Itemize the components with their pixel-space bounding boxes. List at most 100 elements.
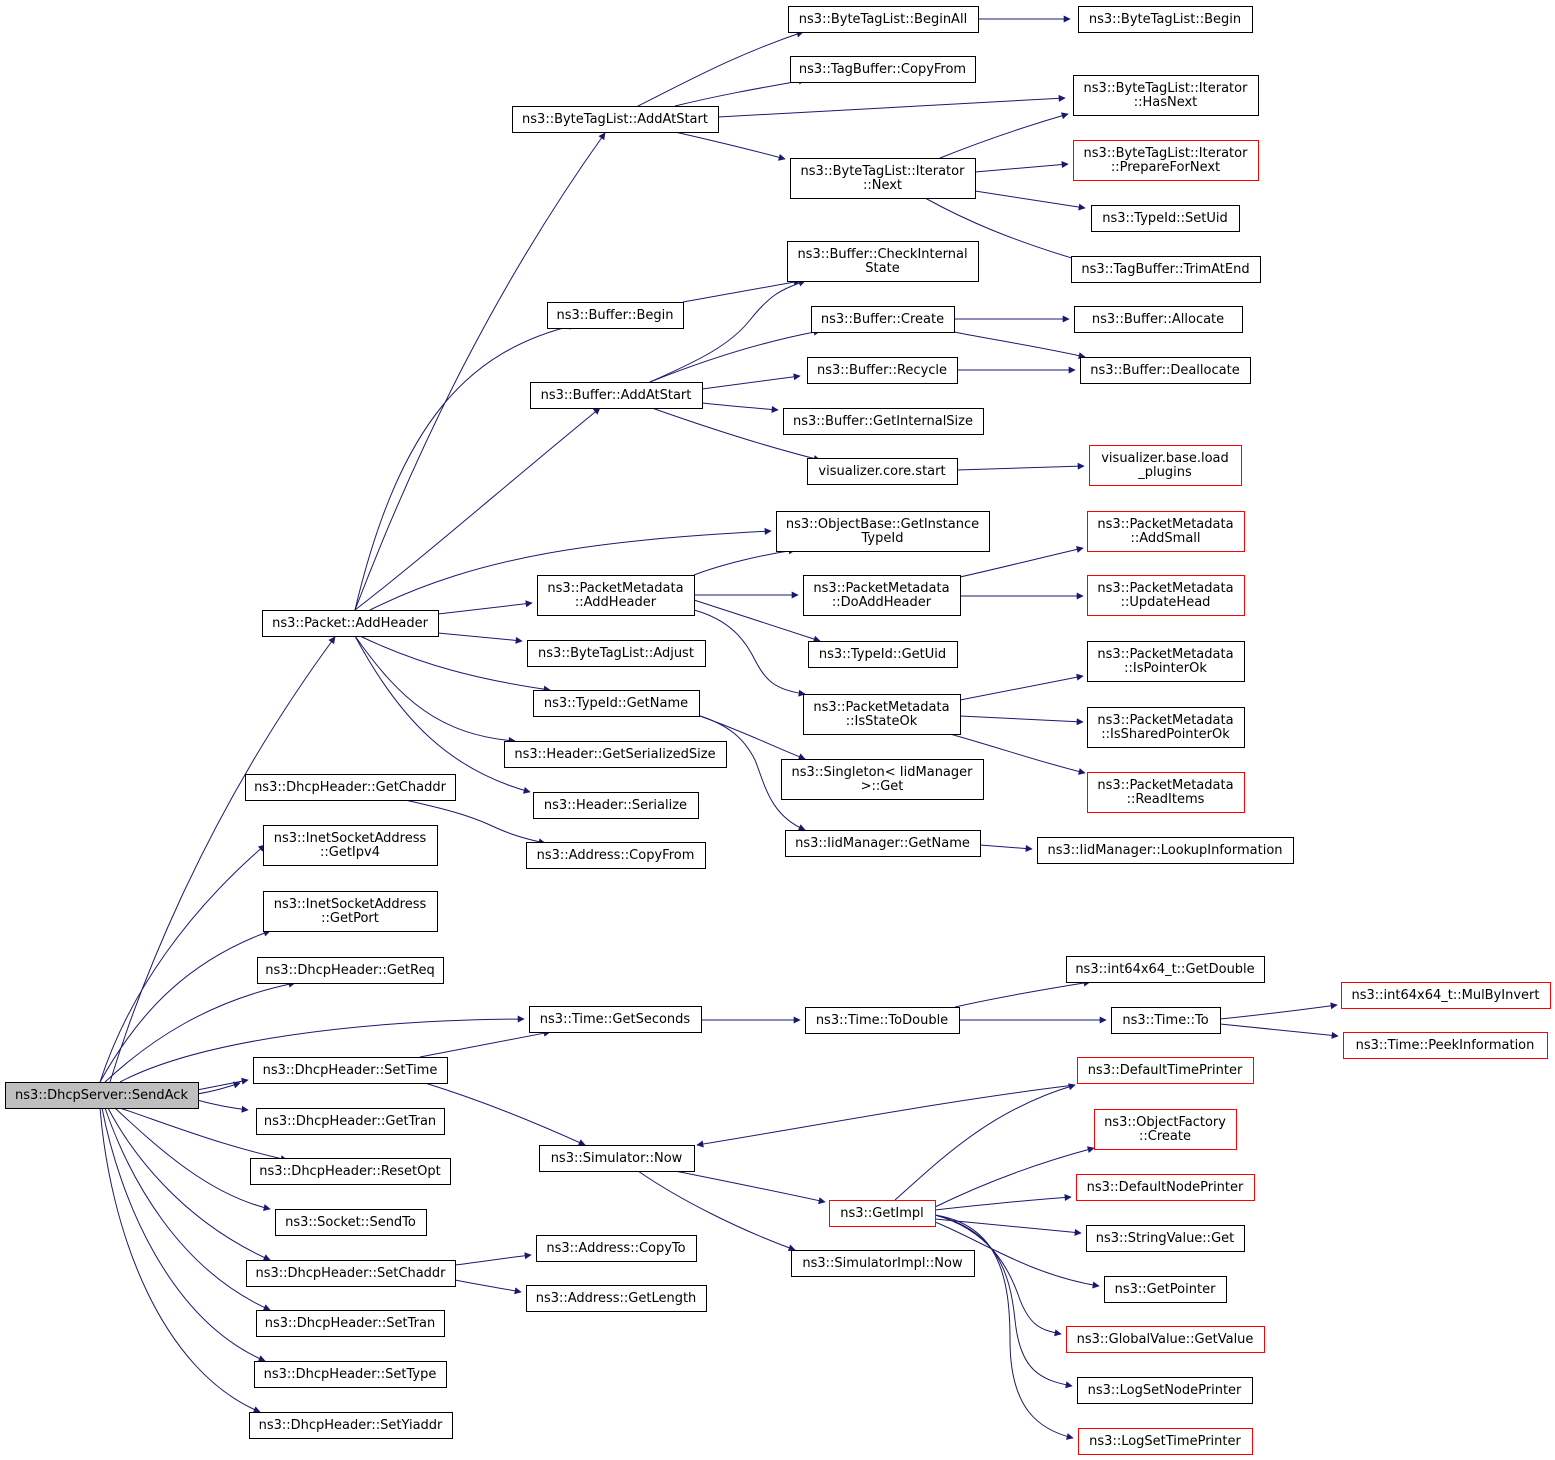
node-time-to[interactable]: ns3::Time::To [1111,1007,1221,1034]
node-typeid-setuid[interactable]: ns3::TypeId::SetUid [1091,205,1240,232]
call-edge [701,373,801,390]
node-dhcp-gettran[interactable]: ns3::DhcpHeader::GetTran [256,1108,445,1135]
node-label: ::Next [863,178,902,193]
node-label: ns3::DhcpHeader::SetTran [265,1316,436,1331]
node-singleton-get[interactable]: ns3::Singleton< IidManager>::Get [781,759,984,800]
node-btl-adjust[interactable]: ns3::ByteTagList::Adjust [527,640,706,667]
node-buf-getinternal[interactable]: ns3::Buffer::GetInternalSize [783,408,984,435]
node-getpointer[interactable]: ns3::GetPointer [1104,1276,1227,1303]
node-label: ns3::Buffer::Create [821,312,944,327]
node-int64-getdouble[interactable]: ns3::int64x64_t::GetDouble [1066,956,1265,983]
node-addr-copyto[interactable]: ns3::Address::CopyTo [536,1235,697,1262]
node-pm-ispointerok[interactable]: ns3::PacketMetadata::IsPointerOk [1087,641,1245,682]
node-label: ns3::SimulatorImpl::Now [802,1256,963,1271]
node-pkt-addheader[interactable]: ns3::Packet::AddHeader [262,610,439,637]
node-log-setnodeprinter[interactable]: ns3::LogSetNodePrinter [1077,1377,1253,1404]
node-box [1087,772,1245,813]
node-sim-now[interactable]: ns3::Simulator::Now [539,1145,695,1172]
node-box [1087,707,1245,748]
call-edge [437,632,523,644]
node-pm-isstateok[interactable]: ns3::PacketMetadata::IsStateOk [803,694,961,735]
node-dhcp-settran[interactable]: ns3::DhcpHeader::SetTran [256,1310,445,1337]
node-btli-next[interactable]: ns3::ByteTagList::Iterator::Next [790,158,976,199]
node-socket-sendto[interactable]: ns3::Socket::SendTo [275,1209,427,1236]
node-btl-beginall[interactable]: ns3::ByteTagList::BeginAll [788,6,979,33]
node-buf-recycle[interactable]: ns3::Buffer::Recycle [807,357,958,384]
call-edge [359,635,551,693]
node-addr-getlength[interactable]: ns3::Address::GetLength [526,1285,707,1312]
node-label: ns3::DefaultNodePrinter [1087,1180,1244,1195]
node-buf-dealloc[interactable]: ns3::Buffer::Deallocate [1080,357,1251,384]
node-box [512,106,719,133]
node-pm-doaddheader[interactable]: ns3::PacketMetadata::DoAddHeader [803,575,961,616]
call-edge [959,715,1084,726]
node-buf-begin[interactable]: ns3::Buffer::Begin [547,302,684,329]
call-edge [119,1015,525,1083]
node-inet-getport[interactable]: ns3::InetSocketAddress::GetPort [263,891,438,932]
node-tagbuf-copyfrom[interactable]: ns3::TagBuffer::CopyFrom [790,56,976,83]
node-btli-prepare[interactable]: ns3::ByteTagList::Iterator::PrepareForNe… [1073,140,1259,181]
node-buf-create[interactable]: ns3::Buffer::Create [811,306,955,333]
node-box [829,1200,936,1227]
node-buf-addatstart[interactable]: ns3::Buffer::AddAtStart [530,382,703,409]
node-typeid-getuid[interactable]: ns3::TypeId::GetUid [808,641,958,668]
node-vis-load-plugins[interactable]: visualizer.base.load_plugins [1089,445,1242,486]
node-pm-issharedptr[interactable]: ns3::PacketMetadata::IsSharedPointerOk [1087,707,1245,748]
node-log-settimeprinter[interactable]: ns3::LogSetTimePrinter [1078,1428,1253,1455]
node-dhcp-setyiaddr[interactable]: ns3::DhcpHeader::SetYiaddr [249,1412,453,1439]
node-label: ::IsPointerOk [1124,661,1207,676]
node-objfactory-create[interactable]: ns3::ObjectFactory::Create [1094,1109,1237,1150]
node-dhcp-settype[interactable]: ns3::DhcpHeader::SetType [254,1361,447,1388]
node-dhcp-getreq[interactable]: ns3::DhcpHeader::GetReq [257,957,444,984]
node-box [533,792,699,819]
node-dhcp-settime[interactable]: ns3::DhcpHeader::SetTime [253,1057,448,1084]
node-box [1104,1276,1227,1303]
call-edge [649,328,821,383]
node-time-getseconds[interactable]: ns3::Time::GetSeconds [529,1006,702,1033]
node-box [776,511,990,552]
node-box [527,640,706,667]
node-iid-getname[interactable]: ns3::IidManager::GetName [785,830,981,857]
node-pm-updatehead[interactable]: ns3::PacketMetadata::UpdateHead [1087,575,1245,616]
node-simimpl-now[interactable]: ns3::SimulatorImpl::Now [791,1250,975,1277]
node-addr-copyfrom[interactable]: ns3::Address::CopyFrom [526,842,706,869]
node-vis-core-start[interactable]: visualizer.core.start [807,458,958,485]
node-default-time-printer[interactable]: ns3::DefaultTimePrinter [1077,1057,1254,1084]
node-label: ns3::DhcpHeader::GetChaddr [254,780,447,795]
node-btl-addatstart[interactable]: ns3::ByteTagList::AddAtStart [512,106,719,133]
node-hdr-serialize[interactable]: ns3::Header::Serialize [533,792,699,819]
node-label: ns3::ByteTagList::Begin [1089,12,1241,27]
node-label: ns3::ObjectFactory [1104,1115,1226,1130]
node-getimpl[interactable]: ns3::GetImpl [829,1200,936,1227]
node-dhcp-setchaddr[interactable]: ns3::DhcpHeader::SetChaddr [246,1260,456,1287]
node-pm-addsmall[interactable]: ns3::PacketMetadata::AddSmall [1087,511,1245,552]
node-buf-allocate[interactable]: ns3::Buffer::Allocate [1074,306,1243,333]
node-dhcp-getchaddr[interactable]: ns3::DhcpHeader::GetChaddr [245,774,456,801]
node-label: ns3::Buffer::GetInternalSize [793,414,973,429]
call-edge [354,323,576,611]
node-tagbuf-trim[interactable]: ns3::TagBuffer::TrimAtEnd [1071,256,1261,283]
node-btl-begin[interactable]: ns3::ByteTagList::Begin [1078,6,1253,33]
node-stringvalue-get[interactable]: ns3::StringValue::Get [1086,1225,1245,1252]
node-box [1087,641,1245,682]
node-root[interactable]: ns3::DhcpServer::SendAck [5,1082,199,1109]
node-pm-addheader[interactable]: ns3::PacketMetadata::AddHeader [537,575,695,616]
node-default-node-printer[interactable]: ns3::DefaultNodePrinter [1076,1174,1255,1201]
node-typeid-getname[interactable]: ns3::TypeId::GetName [533,690,700,717]
node-btli-hasnext[interactable]: ns3::ByteTagList::Iterator::HasNext [1073,75,1259,116]
node-time-peekinfo[interactable]: ns3::Time::PeekInformation [1343,1032,1548,1059]
node-globalvalue-getvalue[interactable]: ns3::GlobalValue::GetValue [1066,1326,1265,1353]
node-inet-getipv4[interactable]: ns3::InetSocketAddress::GetIpv4 [263,825,438,866]
node-pm-readitems[interactable]: ns3::PacketMetadata::ReadItems [1087,772,1245,813]
node-box [256,1310,445,1337]
node-dhcp-resetopt[interactable]: ns3::DhcpHeader::ResetOpt [250,1158,451,1185]
node-int64-mulbyinvert[interactable]: ns3::int64x64_t::MulByInvert [1341,982,1551,1009]
call-edge [939,112,1069,159]
node-iid-lookup[interactable]: ns3::IidManager::LookupInformation [1037,837,1294,864]
node-hdr-getsersize[interactable]: ns3::Header::GetSerializedSize [504,741,727,768]
node-time-todouble[interactable]: ns3::Time::ToDouble [805,1007,960,1034]
node-label: ns3::ByteTagList::BeginAll [799,12,967,27]
